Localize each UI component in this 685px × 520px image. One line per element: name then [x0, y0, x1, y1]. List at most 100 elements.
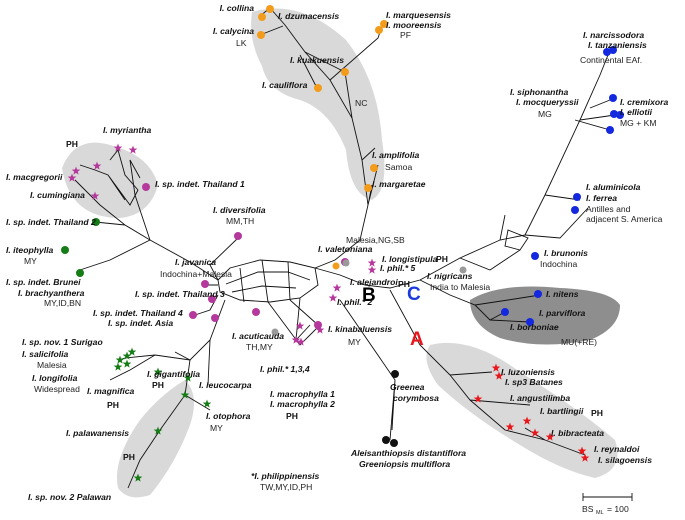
star-cumingiana-2: [90, 191, 100, 200]
label-angustilimba: I. angustilimba: [510, 393, 570, 403]
clade-label-b: B: [362, 285, 376, 306]
label-tanzaniensis: I. tanzaniensis: [588, 40, 647, 50]
label-magnifica: I. magnifica: [87, 386, 134, 396]
label-macrophylla1: I. macrophylla 1: [270, 389, 335, 399]
label-dzumacensis: I. dzumacensis: [278, 11, 339, 21]
label-calycina: I. calycina: [213, 26, 254, 36]
region-mmth: MM,TH: [226, 216, 254, 226]
region-samoa: Samoa: [385, 162, 412, 172]
label-palawanensis: I. palawanensis: [66, 428, 129, 438]
label-margaretae: I. margaretae: [372, 179, 426, 189]
star-salicifolia: [122, 351, 132, 360]
star-otophora: [202, 399, 212, 408]
marker-grey-2: [459, 266, 467, 274]
marker-mooreensis: [380, 20, 388, 28]
marker-thailand4: [189, 311, 197, 319]
marker-brunonis: [531, 252, 539, 260]
star-sp3batanes: [494, 371, 504, 380]
label-palawan2: I. sp. nov. 2 Palawan: [28, 492, 111, 502]
label-acuticauda: I. acuticauda: [232, 331, 284, 341]
region-thmy: TH,MY: [246, 342, 273, 352]
star-bibracteata: [530, 428, 540, 437]
scale-label: BS: [582, 504, 594, 514]
label-silagoensis: I. silagoensis: [598, 455, 652, 465]
label-surigao: I. sp. nov. 1 Surigao: [22, 337, 103, 347]
ph-label-7: PH: [591, 408, 603, 418]
clade-label-c: C: [407, 284, 421, 305]
region-my-3: MY: [210, 423, 223, 433]
label-cumingiana: I. cumingiana: [30, 190, 85, 200]
marker-tanzaniensis: [609, 46, 617, 54]
star-longistipula: [367, 258, 377, 267]
marker-thailand1: [142, 183, 150, 191]
marker-brunei: [76, 269, 84, 277]
star-green-y: [180, 390, 190, 399]
marker-siphonantha: [610, 110, 618, 118]
star-bartlingii: [522, 416, 532, 425]
clade-label-a: A: [410, 329, 424, 350]
star-leucocarpa: [183, 373, 193, 382]
star-green-x: [153, 367, 163, 376]
label-nigricans: I. nigricans: [427, 271, 473, 281]
marker-iteophylla: [61, 246, 69, 254]
label-parviflora: I. parviflora: [539, 308, 586, 318]
star-macrophylla-a: [295, 321, 305, 330]
region-philippinensis: TW,MY,ID,PH: [260, 482, 312, 492]
label-reynaldoi: I. reynaldoi: [594, 444, 640, 454]
region-my-2: MY: [348, 337, 361, 347]
label-amplifolia: I. amplifolia: [372, 150, 419, 160]
star-reynaldoi: [577, 446, 587, 455]
marker-greenea: [391, 370, 399, 378]
marker-margaretae: [364, 184, 372, 192]
region-mgkm: MG + KM: [620, 118, 657, 128]
label-corymbosa: corymbosa: [393, 393, 439, 403]
label-myriantha: I. myriantha: [103, 125, 151, 135]
region-indochina: Indochina: [540, 259, 577, 269]
label-greeniopsis: Greeniopsis multiflora: [359, 459, 450, 469]
star-silagoensis: [580, 453, 590, 462]
star-macgregorii: [71, 166, 81, 175]
region-lk: LK: [236, 38, 247, 48]
label-nitens: I. nitens: [546, 289, 579, 299]
region-mure: MU(+RE): [561, 337, 597, 347]
label-iteophylla: I. iteophylla: [6, 245, 53, 255]
star-gigantifolia: [127, 347, 137, 356]
ph-label-3: PH: [398, 279, 410, 289]
label-aleisanthiopsis: Aleisanthiopsis distantiflora: [350, 448, 466, 458]
label-cauliflora: I. cauliflora: [262, 80, 308, 90]
region-widespread: Widespread: [34, 384, 80, 394]
region-india-malesia: India to Malesia: [430, 282, 490, 292]
label-sp3batanes: I. sp3 Batanes: [505, 377, 563, 387]
label-kuakuensis: I. kuakuensis: [290, 55, 344, 65]
region-indochina-malesia: Indochina+Malesia: [160, 269, 232, 279]
marker-grey-3: [271, 328, 279, 336]
star-bibracteata-2: [505, 422, 515, 431]
label-ferrea: I. ferrea: [586, 193, 617, 203]
star-palawanensis: [153, 426, 163, 435]
star-phil2: [328, 293, 338, 302]
label-longistipula: I. longistipula: [382, 254, 438, 264]
label-javanica: I. javanica: [175, 257, 216, 267]
ph-label-5: PH: [286, 411, 298, 421]
label-gigantifolia: I. gigantifolia: [147, 369, 200, 379]
label-brachyanthera: I. brachyanthera: [18, 288, 85, 298]
star-palawan2: [133, 473, 143, 482]
label-borboniae: I. borboniae: [510, 322, 559, 332]
star-magnifica: [122, 359, 132, 368]
marker-marquesensis: [375, 26, 383, 34]
marker-aleisanthiopsis: [382, 436, 390, 444]
label-philippinensis: *I. philippinensis: [251, 471, 320, 481]
marker-javanica: [201, 280, 209, 288]
label-greenea: Greenea: [390, 382, 425, 392]
star-phil134-b: [296, 337, 306, 346]
scale-subscript: ML: [596, 510, 604, 516]
label-phil5: I. phil.* 5: [380, 263, 416, 273]
ph-label-6: PH: [107, 400, 119, 410]
marker-borboniae: [501, 308, 509, 316]
marker-grey-1: [342, 259, 350, 267]
label-otophora: I. otophora: [206, 411, 251, 421]
ph-clade-area-top: [62, 142, 158, 218]
label-leucocarpa: I. leucocarpa: [199, 380, 252, 390]
marker-acuticauda: [252, 308, 260, 316]
